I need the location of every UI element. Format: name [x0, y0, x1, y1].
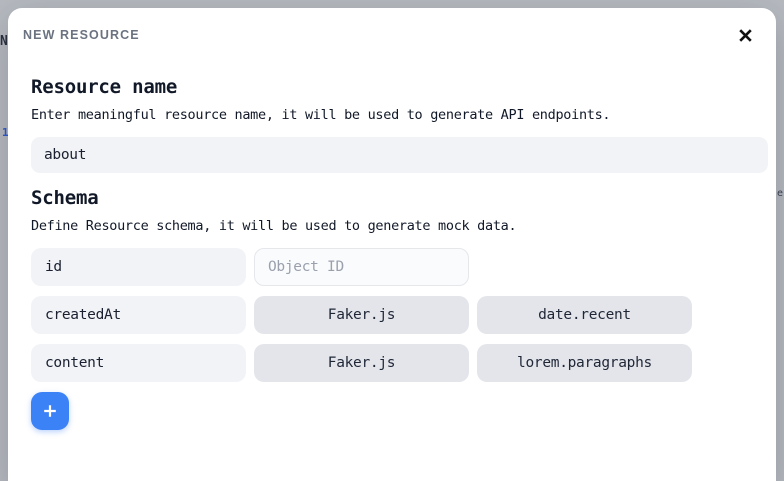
background-left-label: N [0, 34, 8, 49]
schema-field-name-input[interactable] [31, 344, 246, 382]
schema-description: Define Resource schema, it will be used … [31, 218, 517, 234]
schema-field-type-select[interactable]: Faker.js [254, 344, 469, 382]
schema-field-type-select[interactable]: Faker.js [254, 296, 469, 334]
schema-field-name-input[interactable] [31, 296, 246, 334]
add-schema-field-button[interactable] [31, 392, 69, 430]
new-resource-modal: NEW RESOURCE Resource name Enter meaning… [8, 8, 776, 481]
close-icon [737, 27, 754, 44]
schema-rows: Object ID Faker.js date.recent Faker.js … [23, 248, 761, 382]
background-right-label: e [776, 188, 783, 199]
resource-name-input[interactable] [31, 137, 768, 173]
schema-row: Faker.js lorem.paragraphs [31, 344, 761, 382]
schema-heading: Schema [31, 187, 99, 209]
plus-icon [42, 403, 58, 419]
schema-field-generator-select[interactable]: lorem.paragraphs [477, 344, 692, 382]
resource-name-section: Resource name Enter meaningful resource … [23, 76, 768, 173]
schema-field-generator-select[interactable]: date.recent [477, 296, 692, 334]
modal-body: Resource name Enter meaningful resource … [8, 76, 776, 430]
schema-row: Object ID [31, 248, 761, 286]
schema-field-name-input[interactable] [31, 248, 246, 286]
resource-name-heading: Resource name [31, 76, 178, 98]
modal-header: NEW RESOURCE [8, 8, 776, 62]
modal-title: NEW RESOURCE [23, 28, 140, 42]
schema-field-type-select[interactable]: Object ID [254, 248, 469, 286]
resource-name-description: Enter meaningful resource name, it will … [31, 107, 611, 123]
schema-section: Schema Define Resource schema, it will b… [23, 187, 761, 430]
background-badge: 1 [2, 126, 9, 139]
schema-row: Faker.js date.recent [31, 296, 761, 334]
close-button[interactable] [732, 22, 758, 48]
